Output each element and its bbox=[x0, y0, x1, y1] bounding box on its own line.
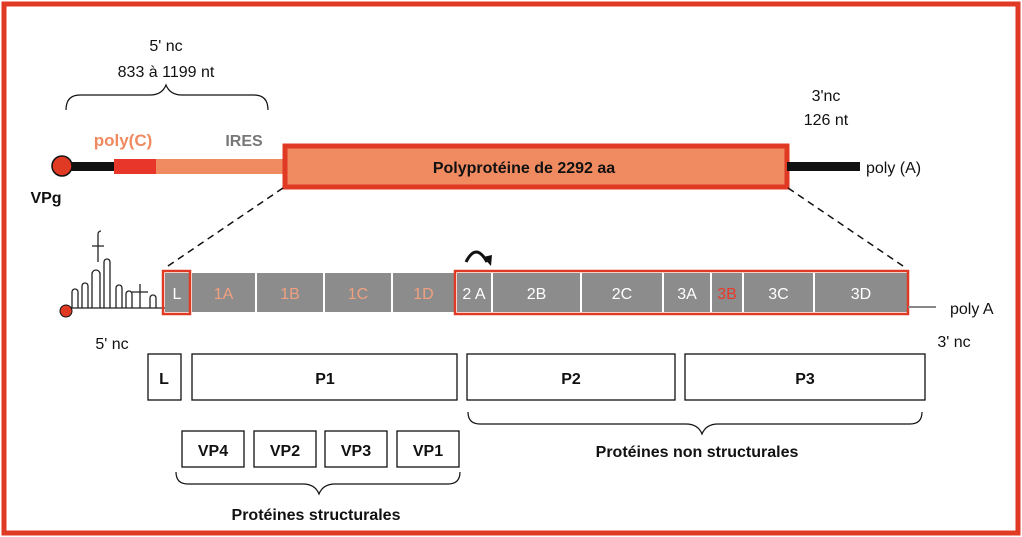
five-prime-line bbox=[62, 162, 116, 171]
expanded-five-nc: 5' nc bbox=[95, 336, 128, 353]
segment-label-2c: 2C bbox=[612, 286, 632, 303]
segment-label-1a: 1A bbox=[214, 286, 234, 303]
segment-3a bbox=[664, 273, 710, 312]
nonstructural-outline bbox=[453, 269, 910, 316]
segment-label-2b: 2B bbox=[527, 286, 547, 303]
segment-bar: L 1A 1B 1C 1D 2 A 2B 2C 3A 3B 3C 3D bbox=[165, 273, 907, 312]
vpg-circle bbox=[51, 155, 73, 177]
segment-label-1b: 1B bbox=[280, 286, 300, 303]
segment-l bbox=[165, 273, 189, 312]
vpg-dot bbox=[59, 304, 73, 318]
rna-stem-loop-icon bbox=[66, 230, 165, 309]
polya-label: poly (A) bbox=[866, 160, 921, 177]
segment-label-2a: 2 A bbox=[462, 286, 485, 303]
segment-3d bbox=[815, 273, 907, 312]
segment-label-3a: 3A bbox=[677, 286, 697, 303]
vp2-box bbox=[253, 430, 317, 468]
vp3-box bbox=[324, 430, 388, 468]
segment-label-l: L bbox=[173, 286, 182, 303]
segment-label-3b: 3B bbox=[717, 286, 737, 303]
ires-region bbox=[156, 159, 286, 174]
five-nc-length: 833 à 1199 nt bbox=[118, 64, 215, 81]
l-outline bbox=[161, 269, 192, 316]
zoom-line-left bbox=[164, 187, 284, 269]
three-prime-line bbox=[787, 162, 860, 171]
five-nc-label: 5' nc bbox=[149, 38, 182, 55]
l-product-box bbox=[147, 353, 182, 401]
segment-2b bbox=[493, 273, 580, 312]
segment-2a bbox=[457, 273, 491, 312]
segment-1a bbox=[192, 273, 255, 312]
vp-boxes: VP4 VP2 VP3 VP1 bbox=[181, 430, 460, 468]
segment-label-1c: 1C bbox=[348, 286, 368, 303]
l-product-label: L bbox=[159, 371, 169, 388]
nonstructural-label: Protéines non structurales bbox=[596, 444, 799, 461]
vp1-label: VP1 bbox=[413, 443, 443, 460]
segment-label-1d: 1D bbox=[413, 286, 433, 303]
p1-label: P1 bbox=[315, 371, 335, 388]
five-nc-brace bbox=[65, 83, 269, 111]
segment-1d bbox=[393, 273, 454, 312]
structural-label: Protéines structurales bbox=[232, 507, 401, 524]
segment-label-3c: 3C bbox=[768, 286, 788, 303]
ires-label: IRES bbox=[225, 133, 263, 150]
vpg-label: VPg bbox=[30, 190, 61, 207]
expanded-three-nc: 3' nc bbox=[937, 334, 970, 351]
polyc-label: poly(C) bbox=[94, 131, 153, 150]
p3-box bbox=[684, 353, 926, 401]
segment-2c bbox=[582, 273, 662, 312]
cleavage-arrowhead bbox=[483, 255, 492, 266]
segment-1c bbox=[325, 273, 391, 312]
zoom-line-right bbox=[787, 187, 907, 269]
polyprotein-label: Polyprotéine de 2292 aa bbox=[433, 160, 615, 177]
segment-1b bbox=[257, 273, 323, 312]
p3-label: P3 bbox=[795, 371, 815, 388]
three-nc-length: 126 nt bbox=[804, 112, 849, 129]
nonstructural-brace bbox=[467, 411, 923, 436]
polyprotein-box bbox=[282, 143, 790, 190]
segment-3b bbox=[712, 273, 742, 312]
vp2-label: VP2 bbox=[270, 443, 300, 460]
polyc-region bbox=[114, 159, 158, 174]
vp4-box bbox=[181, 430, 245, 468]
vp3-label: VP3 bbox=[341, 443, 371, 460]
expanded-polya-label: poly A bbox=[950, 301, 994, 318]
vp4-label: VP4 bbox=[198, 443, 228, 460]
structural-brace bbox=[175, 471, 461, 496]
segment-label-3d: 3D bbox=[851, 286, 871, 303]
p2-label: P2 bbox=[561, 371, 581, 388]
p2-box bbox=[466, 353, 676, 401]
three-nc-label: 3'nc bbox=[812, 88, 841, 105]
vp1-box bbox=[396, 430, 460, 468]
segment-3c bbox=[744, 273, 813, 312]
p1-box bbox=[191, 353, 458, 401]
